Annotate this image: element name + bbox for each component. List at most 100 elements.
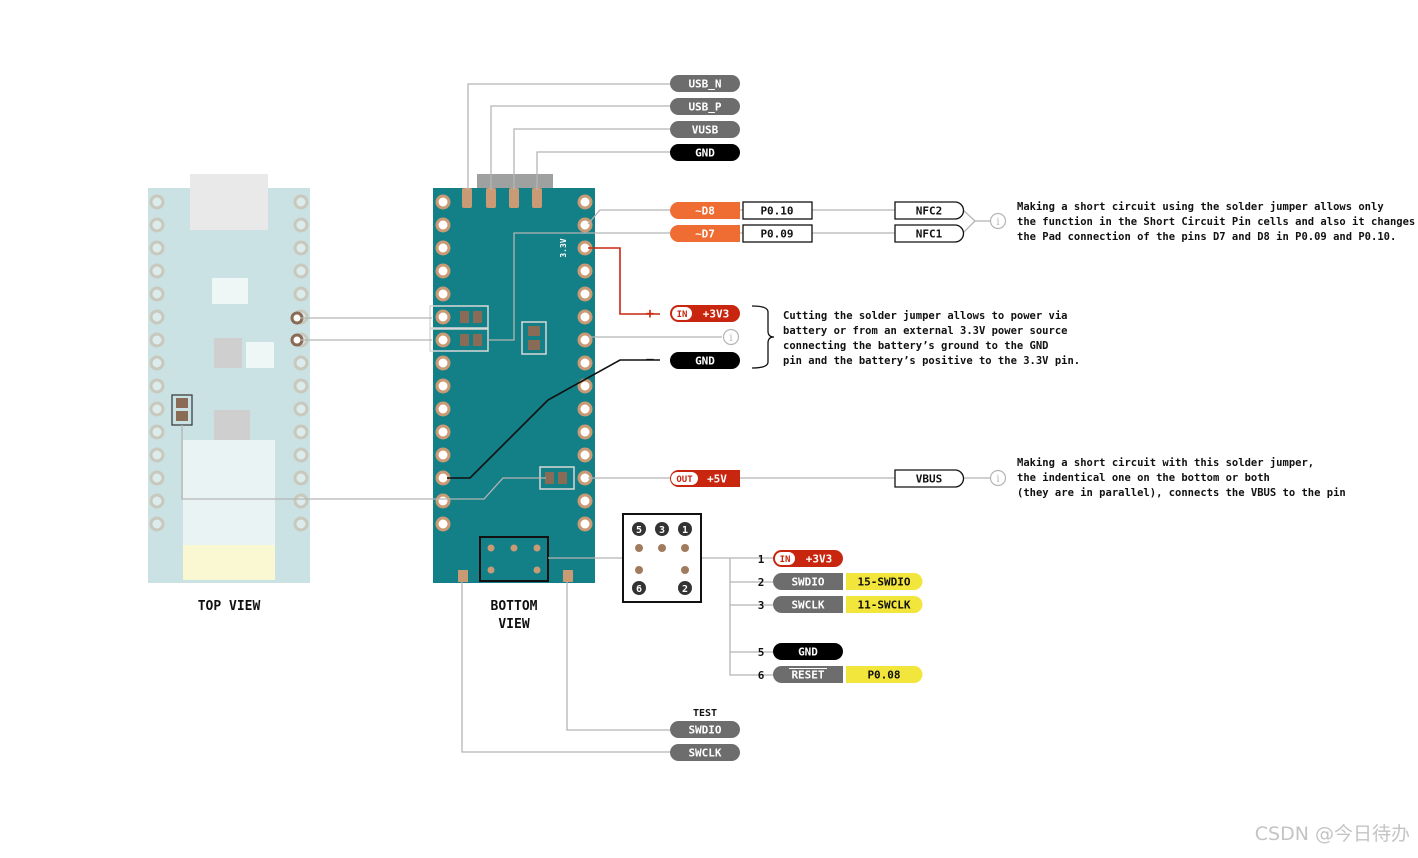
bottom-header-pad <box>435 401 451 417</box>
vbus-note-line1: Making a short circuit with this solder … <box>1017 457 1314 469</box>
bottom-header-pad <box>577 309 593 325</box>
bottom-header-pad <box>577 401 593 417</box>
top-header-pad <box>293 240 309 256</box>
debug-pin-1-tag: IN <box>780 555 791 565</box>
top-header-pad <box>149 309 165 325</box>
board-3v3-mark: 3.3V <box>559 238 568 257</box>
usb-gnd-label: GND <box>695 147 715 160</box>
test-pad-labels: TEST SWDIO SWCLK <box>670 708 740 761</box>
power-note-line1: Cutting the solder jumper allows to powe… <box>783 310 1067 322</box>
usb-labels: USB_N USB_P VUSB GND <box>670 75 740 161</box>
nfc2-label: NFC2 <box>916 205 943 218</box>
debug-pin-6-alt: P0.08 <box>867 669 900 682</box>
bottom-header-pad <box>577 286 593 302</box>
bottom-header-pad <box>577 217 593 233</box>
bottom-header-pad <box>435 217 451 233</box>
bottom-header-pad <box>435 493 451 509</box>
top-header-pad <box>149 447 165 463</box>
top-header-pad <box>293 286 309 302</box>
top-header-pad <box>293 263 309 279</box>
bottom-view-debug-header <box>479 536 549 582</box>
bottom-header-pad <box>435 332 451 348</box>
debug-pin-list: 1 IN +3V3 2 SWDIO 15-SWDIO 3 SWCLK 11-SW… <box>758 550 923 683</box>
top-header-pad <box>149 378 165 394</box>
debug-pin-2-label: SWDIO <box>791 576 824 589</box>
power-plus-sign: + <box>646 306 654 322</box>
top-header-pad <box>293 493 309 509</box>
vusb-label: VUSB <box>692 124 719 137</box>
debug-pin-3-number: 3 <box>758 599 765 612</box>
top-header-pad <box>149 355 165 371</box>
vbus-note-line3: (they are in parallel), connects the VBU… <box>1017 487 1346 499</box>
top-header-pad <box>293 217 309 233</box>
top-header-pad <box>293 516 309 532</box>
test-swclk-label: SWCLK <box>688 747 721 760</box>
top-header-pad <box>149 401 165 417</box>
top-header-pad <box>293 401 309 417</box>
debug-pin-2-number: 2 <box>758 576 765 589</box>
bottom-header-pad <box>435 240 451 256</box>
bottom-header-pad <box>435 378 451 394</box>
top-header-pad <box>293 378 309 394</box>
connector-lines <box>181 83 990 753</box>
debug-pin-6-label: RESET <box>791 669 824 682</box>
d7-label: ~D7 <box>695 228 715 241</box>
svg-text:i: i <box>996 474 999 485</box>
debug-pin-1-number: 1 <box>758 553 765 566</box>
top-header-pad <box>293 447 309 463</box>
svg-text:i: i <box>996 217 999 228</box>
bottom-header-pad <box>577 493 593 509</box>
top-header-pad <box>293 194 309 210</box>
nfc-note-line2: the function in the Short Circuit Pin ce… <box>1017 216 1415 228</box>
bottom-header-pad <box>435 424 451 440</box>
power-info-icon: i <box>722 328 740 346</box>
debug-pin-5-number: 5 <box>758 646 765 659</box>
debug-pin-3-alt: 11-SWCLK <box>858 599 911 612</box>
nfc-info-icon: i <box>989 212 1007 230</box>
test-title: TEST <box>693 708 717 719</box>
power-note-line4: pin and the battery’s positive to the 3.… <box>783 355 1080 367</box>
nfc-note-line3: the Pad connection of the pins D7 and D8… <box>1017 231 1396 243</box>
bottom-header-pad <box>577 263 593 279</box>
usb-p-label: USB_P <box>688 101 721 114</box>
power-lines <box>447 247 660 479</box>
bottom-header-pad <box>435 194 451 210</box>
power-minus-sign: − <box>646 352 654 368</box>
top-header-pad <box>293 424 309 440</box>
top-view-caption: TOP VIEW <box>198 599 261 614</box>
debug-pin-5-label: GND <box>798 646 818 659</box>
watermark: CSDN @今日待办 <box>1255 823 1410 845</box>
top-header-pad <box>149 263 165 279</box>
top-header-pad <box>149 194 165 210</box>
top-header-pad <box>293 355 309 371</box>
bottom-view-caption-line2: VIEW <box>498 617 529 632</box>
debug-pin-1-label: +3V3 <box>806 553 833 566</box>
bottom-header-pad <box>577 355 593 371</box>
bottom-header-pad <box>435 286 451 302</box>
bottom-header-pad <box>577 424 593 440</box>
top-header-pad <box>149 332 165 348</box>
top-header-pad <box>149 240 165 256</box>
top-header-pad <box>149 493 165 509</box>
bottom-view-pin-headers <box>435 194 593 532</box>
bottom-header-pad <box>435 309 451 325</box>
d7-port-label: P0.09 <box>760 228 793 241</box>
d8-port-label: P0.10 <box>760 205 793 218</box>
top-header-pad <box>149 470 165 486</box>
vbus-labels: OUT +5V VBUS <box>670 469 965 488</box>
debug-pin-6-number: 6 <box>758 669 765 682</box>
power-note-line2: battery or from an external 3.3V power s… <box>783 325 1067 337</box>
bottom-header-pad <box>577 194 593 210</box>
vbus-5v-label: +5V <box>707 473 727 486</box>
power-labels: IN +3V3 GND <box>670 305 740 369</box>
top-header-pad <box>293 470 309 486</box>
vbus-info-icon: i <box>989 469 1007 487</box>
header-pin-1: 1 <box>682 525 688 536</box>
bottom-header-pad <box>577 516 593 532</box>
power-in-tag: IN <box>677 310 688 320</box>
svg-text:i: i <box>729 333 732 344</box>
test-swdio-label: SWDIO <box>688 724 721 737</box>
top-header-pad <box>149 217 165 233</box>
top-header-pad <box>149 424 165 440</box>
bottom-header-pad <box>435 355 451 371</box>
